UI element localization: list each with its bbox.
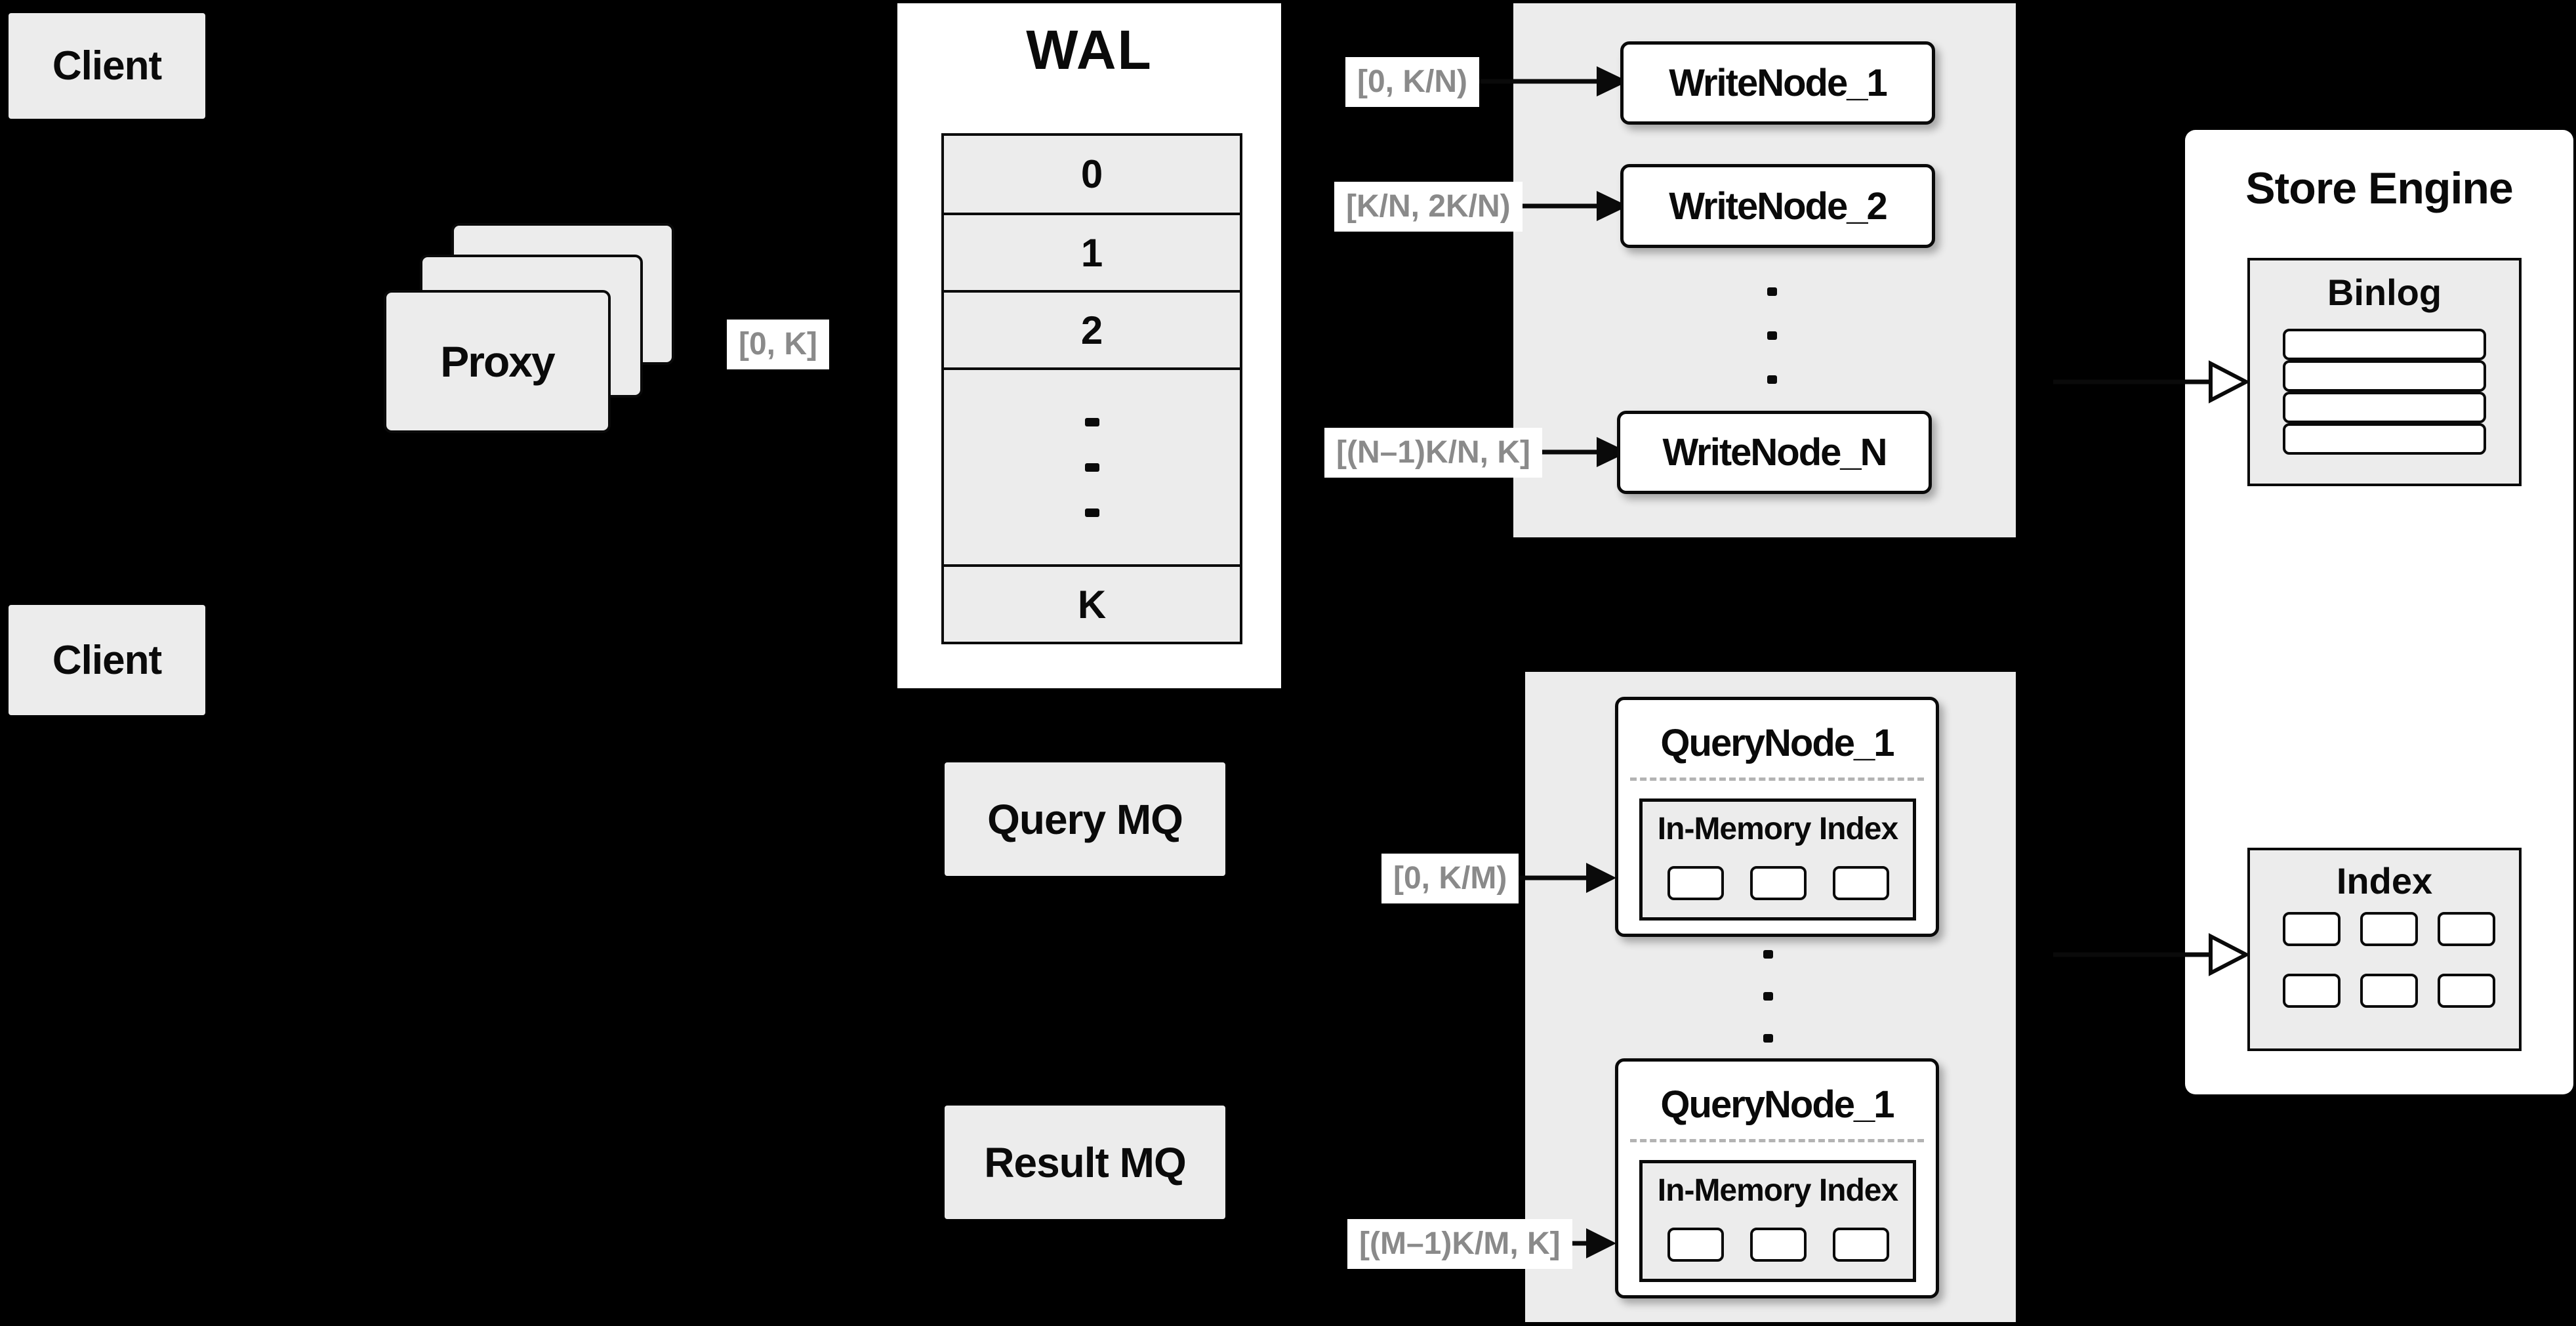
- query-node-m: QueryNode_1 In-Memory Index: [1615, 1058, 1939, 1298]
- range-label-query-first: [0, K/M): [1381, 854, 1519, 903]
- range-label-write-1: [0, K/N): [1345, 57, 1479, 107]
- ellipsis-dot: [1767, 375, 1777, 384]
- ellipsis-dot: [1767, 331, 1777, 340]
- wal-row-1: 1: [944, 213, 1240, 290]
- binlog-slot: [2283, 392, 2486, 423]
- ellipsis-dot: [1763, 1034, 1773, 1043]
- index-slot: [2360, 912, 2418, 946]
- query-node-1-divider: [1630, 777, 1924, 781]
- in-memory-index-1: In-Memory Index: [1639, 798, 1916, 921]
- index-slot: [2438, 974, 2495, 1008]
- query-node-m-divider: [1630, 1139, 1924, 1142]
- binlog-slot: [2283, 329, 2486, 360]
- write-node-1: WriteNode_1: [1620, 41, 1935, 125]
- proxy-node: Proxy: [384, 290, 611, 433]
- wal-segment-table: 0 1 2 K: [941, 133, 1242, 644]
- index-slot: [2438, 912, 2495, 946]
- ellipsis-dot: [1084, 508, 1099, 517]
- result-mq-node: Result MQ: [945, 1106, 1225, 1219]
- client-node-top: Client: [9, 13, 205, 119]
- ellipsis-dot: [1763, 992, 1773, 1001]
- range-label-write-n: [(N–1)K/N, K]: [1324, 428, 1542, 478]
- binlog-box: Binlog: [2247, 258, 2522, 486]
- ellipsis-dot: [1763, 950, 1773, 959]
- index-title: Index: [2336, 860, 2433, 901]
- ellipsis-dot: [1084, 417, 1099, 426]
- binlog-slot: [2283, 360, 2486, 392]
- wal-title: WAL: [1026, 19, 1153, 81]
- index-slot: [2283, 912, 2341, 946]
- client-node-bottom: Client: [9, 605, 205, 715]
- query-node-m-title: QueryNode_1: [1660, 1083, 1894, 1126]
- index-slot: [1833, 1228, 1889, 1262]
- index-slot: [1750, 866, 1807, 900]
- range-label-proxy-out: [0, K]: [727, 320, 829, 369]
- binlog-title: Binlog: [2327, 272, 2442, 313]
- index-box: Index: [2247, 848, 2522, 1051]
- index-slot: [2360, 974, 2418, 1008]
- index-slot: [2283, 974, 2341, 1008]
- index-slot: [1667, 866, 1724, 900]
- write-node-n: WriteNode_N: [1617, 411, 1932, 494]
- binlog-slot: [2283, 423, 2486, 455]
- ellipsis-dot: [1084, 463, 1099, 472]
- index-slot: [1667, 1228, 1724, 1262]
- store-engine-title: Store Engine: [2245, 163, 2513, 213]
- in-memory-index-m: In-Memory Index: [1639, 1160, 1916, 1282]
- query-node-1: QueryNode_1 In-Memory Index: [1615, 697, 1939, 937]
- query-mq-node: Query MQ: [945, 762, 1225, 876]
- query-node-1-title: QueryNode_1: [1660, 721, 1894, 764]
- ellipsis-dot: [1767, 287, 1777, 296]
- in-memory-index-m-title: In-Memory Index: [1657, 1173, 1898, 1208]
- range-label-write-2: [K/N, 2K/N): [1334, 182, 1523, 232]
- index-slot: [1750, 1228, 1807, 1262]
- write-node-2: WriteNode_2: [1620, 164, 1935, 248]
- wal-row-2: 2: [944, 290, 1240, 367]
- wal-row-0: 0: [944, 136, 1240, 213]
- wal-row-ellipsis: [944, 367, 1240, 564]
- index-slot: [1833, 866, 1889, 900]
- range-label-query-last: [(M–1)K/M, K]: [1347, 1219, 1572, 1269]
- in-memory-index-1-title: In-Memory Index: [1657, 812, 1898, 846]
- wal-row-k: K: [944, 564, 1240, 642]
